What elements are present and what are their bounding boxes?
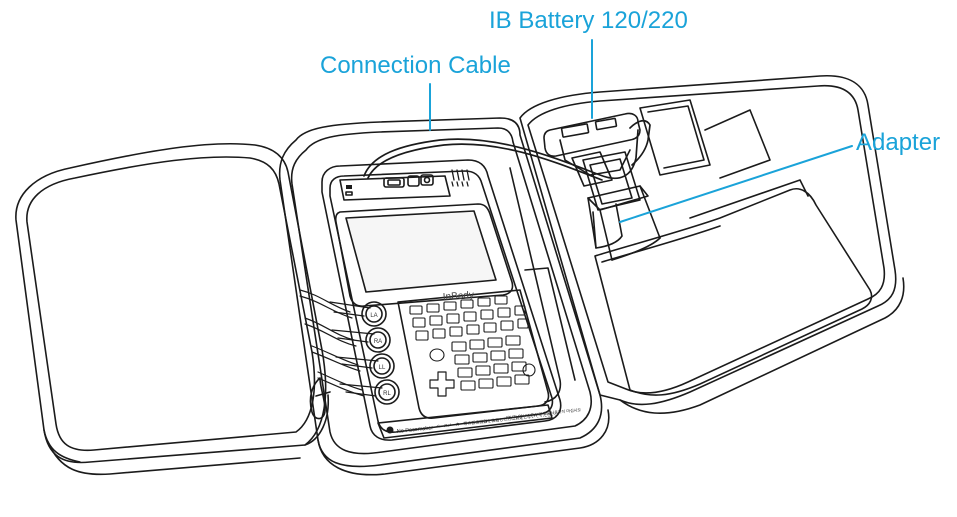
electrode-label-rl: RL bbox=[383, 391, 391, 397]
speaker-grille-icon bbox=[451, 169, 470, 187]
inbody-device bbox=[321, 159, 562, 441]
electrode-connector-ra: RA bbox=[365, 327, 391, 353]
electrode-label-ra: RA bbox=[374, 339, 382, 345]
electrode-connector-ll: LL bbox=[369, 353, 395, 379]
callout-battery: IB Battery 120/220 bbox=[489, 7, 688, 34]
power-port-icon bbox=[407, 174, 434, 187]
leader-adapter bbox=[619, 145, 853, 223]
device-footer-text: No Pacemaker bbox=[397, 425, 434, 435]
connection-cable bbox=[363, 119, 651, 181]
adapter bbox=[582, 151, 641, 249]
right-case-lid bbox=[519, 75, 905, 414]
device-display bbox=[345, 210, 497, 293]
dpad-icon bbox=[429, 371, 455, 397]
device-brand: InBody bbox=[442, 290, 474, 303]
led-indicator-icon bbox=[345, 185, 353, 196]
device-keypad bbox=[409, 295, 536, 391]
callout-adapter: Adapter bbox=[856, 129, 941, 156]
device-screen-bezel bbox=[334, 203, 514, 307]
electrode-connector-la: LA bbox=[361, 301, 387, 327]
electrode-label-la: LA bbox=[370, 313, 377, 319]
electrode-cables bbox=[299, 289, 383, 397]
callout-leaders bbox=[429, 39, 853, 223]
electrode-connector-rl: RL bbox=[374, 379, 400, 405]
usb-port-icon bbox=[383, 177, 405, 188]
electrode-label-ll: LL bbox=[379, 365, 386, 371]
callout-connection-cable: Connection Cable bbox=[320, 52, 511, 79]
ib-battery bbox=[543, 112, 641, 187]
